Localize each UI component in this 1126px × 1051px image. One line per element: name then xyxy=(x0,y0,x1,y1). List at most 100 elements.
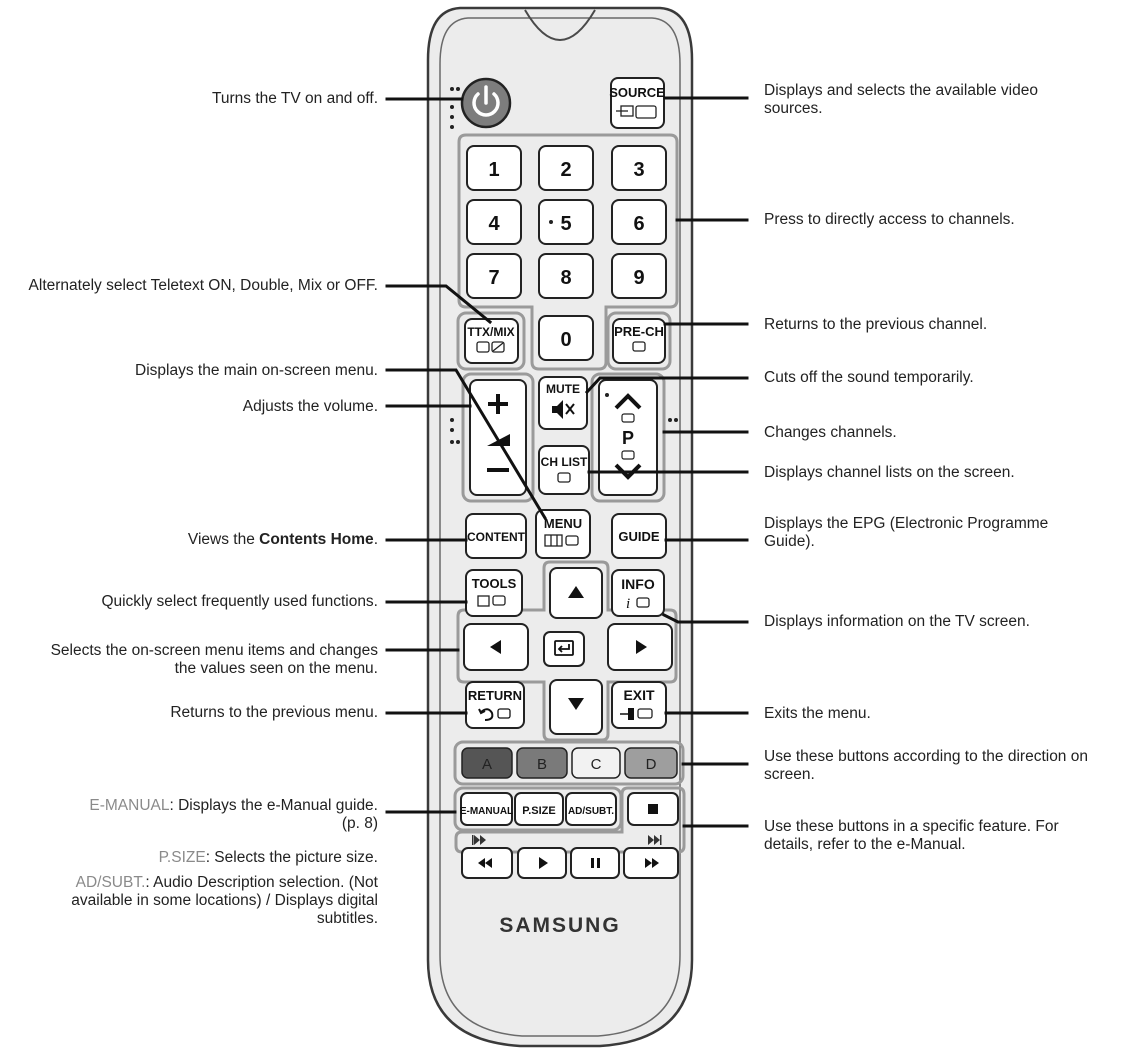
color-button-b[interactable] xyxy=(516,747,568,779)
ch-list-label: CH LIST xyxy=(541,455,588,469)
digit-label-4: 4 xyxy=(488,213,500,235)
digit-button-3[interactable] xyxy=(611,145,667,191)
volume-outline xyxy=(461,372,535,503)
color-button-d[interactable] xyxy=(624,747,678,779)
channel-up-teletext-icon xyxy=(621,413,635,423)
guide-button[interactable] xyxy=(611,513,667,559)
tools-button[interactable] xyxy=(465,569,523,617)
channel-up-icon xyxy=(614,393,642,410)
channel-p-label: P xyxy=(622,428,634,448)
digit-label-9: 9 xyxy=(633,267,644,289)
mute-label: MUTE xyxy=(546,382,580,396)
label-power: Turns the TV on and off. xyxy=(211,90,378,107)
number-pad-outline xyxy=(457,133,679,371)
digit-button-4[interactable] xyxy=(466,199,522,245)
color-button-c[interactable] xyxy=(571,747,621,779)
label-volume: Adjusts the volume. xyxy=(242,398,378,415)
mute-icon xyxy=(552,400,575,419)
content-label: CONTENT xyxy=(467,530,526,544)
p-size-button[interactable] xyxy=(514,792,564,826)
label-tools: Quickly select frequently used functions… xyxy=(101,593,378,610)
digit-button-5[interactable] xyxy=(538,199,594,245)
digit-5-dot xyxy=(549,220,553,224)
label-teletext: Alternately select Teletext ON, Double, … xyxy=(28,277,378,294)
ch-list-button[interactable] xyxy=(538,445,590,495)
ad-subt-label: AD/SUBT. xyxy=(568,806,614,817)
ad-subt-button[interactable] xyxy=(565,792,617,826)
return-label: RETURN xyxy=(468,688,522,703)
arrow-up-icon xyxy=(568,586,584,598)
e-manual-button[interactable] xyxy=(460,792,513,826)
color-button-a[interactable] xyxy=(461,747,513,779)
info-button[interactable] xyxy=(611,569,665,617)
enter-icon xyxy=(554,640,574,656)
source-icon xyxy=(616,105,657,119)
play-icon xyxy=(539,857,548,869)
channel-down-icon xyxy=(614,463,642,480)
info-teletext-icon xyxy=(636,597,650,608)
label-nav: Selects the on-screen menu items and cha… xyxy=(50,642,378,677)
channel-dot xyxy=(605,393,609,397)
label-content: Views the Contents Home. xyxy=(48,531,378,549)
channel-down-teletext-icon xyxy=(621,450,635,460)
fast-forward-icon xyxy=(645,858,659,868)
digit-button-7[interactable] xyxy=(466,253,522,299)
remote-inner-border xyxy=(439,17,681,1037)
volume-up-icon xyxy=(488,394,508,414)
pre-ch-label: PRE-CH xyxy=(614,324,664,339)
label-return: Returns to the previous menu. xyxy=(170,704,378,721)
rewind-icon xyxy=(478,858,492,868)
skip-forward-icon xyxy=(648,835,662,845)
digit-label-8: 8 xyxy=(560,267,571,289)
pre-ch-button[interactable] xyxy=(612,318,666,364)
digit-label-2: 2 xyxy=(560,159,571,181)
digit-button-9[interactable] xyxy=(611,253,667,299)
tools-label: TOOLS xyxy=(472,576,517,591)
pre-ch-outline xyxy=(606,311,672,371)
p-size-label: P.SIZE xyxy=(522,805,555,817)
label-source: Displays and selects the available video… xyxy=(764,82,1038,117)
label-ad-subt-term: AD/SUBT. xyxy=(75,874,146,891)
arrow-left-icon xyxy=(490,640,501,654)
channel-rocker[interactable] xyxy=(598,379,658,496)
label-ad-subt: AD/SUBT.: Audio Description selection. (… xyxy=(38,874,378,928)
label-mute: Cuts off the sound temporarily. xyxy=(764,369,974,386)
label-ad-subt-desc: : Audio Description selection. (Not avai… xyxy=(71,874,378,927)
media-group-outline xyxy=(454,786,686,854)
label-e-manual: E-MANUAL: Displays the e-Manual guide. (… xyxy=(78,797,378,833)
pre-ch-icon xyxy=(632,341,646,352)
label-menu: Displays the main on-screen menu. xyxy=(135,362,378,379)
power-dots xyxy=(450,87,460,129)
digit-label-3: 3 xyxy=(633,159,644,181)
color-button-c-label: C xyxy=(591,756,602,773)
return-icon xyxy=(478,708,511,721)
nav-pad-outline xyxy=(456,560,678,742)
exit-icon xyxy=(620,708,653,720)
digit-label-1: 1 xyxy=(488,159,499,181)
label-e-manual-desc: : Displays the e-Manual guide. (p. 8) xyxy=(169,797,378,832)
digit-button-8[interactable] xyxy=(538,253,594,299)
power-icon xyxy=(472,85,500,117)
samsung-logo: SAMSUNG xyxy=(499,914,620,937)
pause-button[interactable] xyxy=(570,847,620,879)
menu-icon xyxy=(544,534,579,547)
digit-button-1[interactable] xyxy=(466,145,522,191)
digit-button-6[interactable] xyxy=(611,199,667,245)
callout-lines xyxy=(385,96,749,828)
label-color: Use these buttons according to the direc… xyxy=(764,748,1088,783)
ttx-outline xyxy=(456,311,526,371)
label-exit: Exits the menu. xyxy=(764,705,871,722)
pause-icon xyxy=(591,858,600,868)
source-button-label: SOURCE xyxy=(609,85,665,100)
digit-button-0[interactable] xyxy=(538,315,594,361)
digit-label-0: 0 xyxy=(560,329,571,351)
label-channel: Changes channels. xyxy=(764,424,897,441)
label-e-manual-term: E-MANUAL xyxy=(89,797,170,814)
digit-button-2[interactable] xyxy=(538,145,594,191)
color-button-b-label: B xyxy=(537,756,547,773)
content-button[interactable] xyxy=(465,513,527,559)
color-button-d-label: D xyxy=(646,756,657,773)
top-notch xyxy=(524,9,596,41)
